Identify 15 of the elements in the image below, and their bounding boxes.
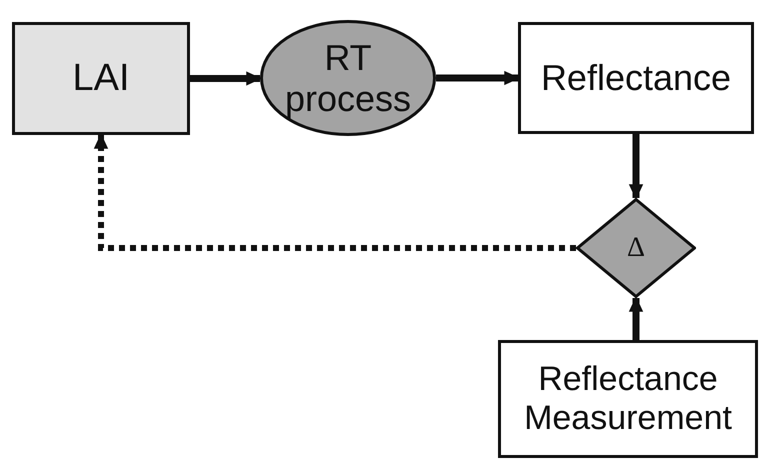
arrow — [190, 72, 261, 86]
output-box — [518, 22, 754, 134]
node-label: LAI — [71, 56, 131, 100]
node-label: RT process — [284, 36, 412, 120]
node-label: Reflectance — [540, 57, 732, 99]
measurement-box — [498, 340, 758, 458]
arrow — [436, 71, 519, 85]
arrow — [629, 134, 643, 199]
arrow — [629, 297, 643, 340]
arrow — [94, 134, 576, 251]
process-ellipse — [260, 20, 436, 136]
node-label: Reflectance Measurement — [523, 360, 733, 438]
comparison-diamond — [576, 198, 696, 298]
difference-symbol: Δ — [626, 232, 646, 264]
input-box — [12, 22, 190, 135]
